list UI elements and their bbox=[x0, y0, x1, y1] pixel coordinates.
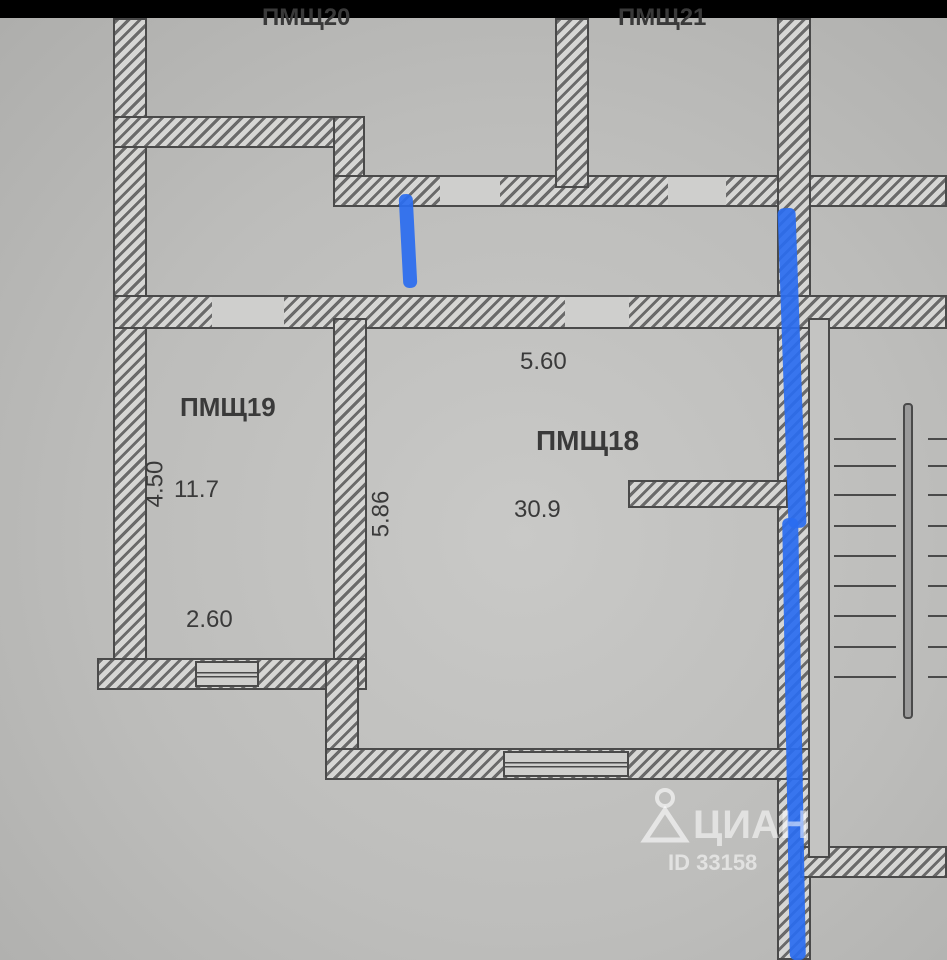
room-19-label: ПМЩ19 bbox=[180, 392, 276, 422]
room-18-width: 5.60 bbox=[520, 348, 567, 375]
room-19-area: 11.7 bbox=[174, 476, 219, 503]
floor-plan: ПМЩ20 ПМЩ21 bbox=[0, 4, 947, 960]
stair-handrail bbox=[903, 403, 913, 719]
watermark-pin-icon bbox=[640, 788, 690, 844]
window bbox=[503, 751, 629, 777]
door-opening bbox=[668, 175, 726, 207]
watermark-id: ID 33158 bbox=[668, 850, 758, 875]
room-19-length: 4.50 bbox=[141, 460, 169, 508]
wall-partition bbox=[628, 480, 788, 508]
marker-stroke bbox=[398, 193, 418, 289]
wall-room20-room21 bbox=[555, 18, 589, 188]
door-opening bbox=[440, 175, 500, 207]
wall-stair-inner bbox=[808, 318, 830, 858]
door-opening bbox=[565, 295, 629, 329]
room-18-length: 5.86 bbox=[367, 490, 395, 538]
watermark-brand: ЦИАН bbox=[693, 803, 809, 847]
room-18-area: 30.9 bbox=[514, 496, 561, 523]
window bbox=[195, 661, 259, 687]
wall-stair-bottom bbox=[800, 846, 947, 878]
room-19-width: 2.60 bbox=[186, 606, 233, 633]
room-18-label: ПМЩ18 bbox=[536, 425, 640, 456]
room-21-label: ПМЩ21 bbox=[618, 4, 707, 31]
room-20-label: ПМЩ20 bbox=[262, 4, 351, 31]
wall-upper-horizontal bbox=[333, 175, 947, 207]
wall-room19-room18 bbox=[333, 318, 367, 690]
wall-room20-bottom bbox=[113, 116, 365, 148]
door-opening bbox=[212, 295, 284, 329]
